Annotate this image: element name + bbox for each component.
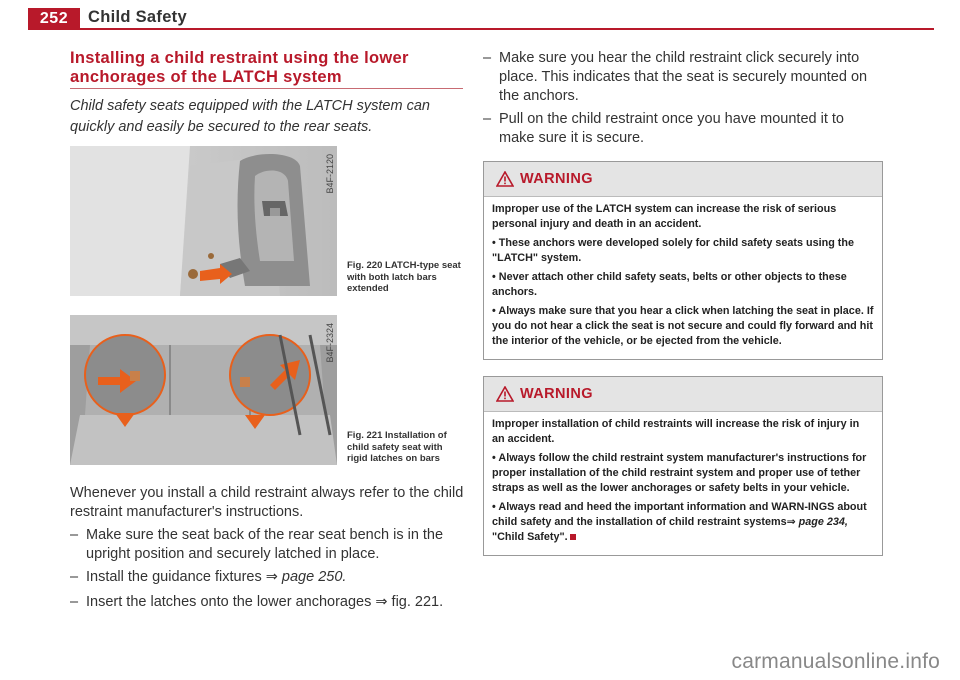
page-reference-link[interactable]: ⇒ page 234,	[786, 516, 848, 528]
warning-header: WARNING	[484, 162, 882, 197]
warning-triangle-icon	[496, 386, 514, 402]
warning-bullet: Never attach other child safety seats, b…	[492, 270, 874, 300]
warning-bullet: Always read and heed the important infor…	[492, 500, 874, 545]
step-text: Make sure you hear the child restraint c…	[499, 50, 868, 104]
figure-220-image: B4F-2120	[70, 146, 337, 296]
section-title: Child Safety	[88, 8, 187, 26]
intro-text: Child safety seats equipped with the LAT…	[70, 98, 430, 135]
warning-bullet: These anchors were developed solely for …	[492, 236, 874, 266]
warning-bullet: Always make sure that you hear a click w…	[492, 304, 874, 349]
figure-code: B4F-2324	[325, 323, 335, 363]
end-mark	[569, 534, 576, 540]
warning-body: Improper use of the LATCH system can inc…	[484, 197, 882, 359]
body-intro-text: Whenever you install a child restraint a…	[70, 485, 464, 520]
step-text: Install the guidance fixtures	[86, 569, 266, 585]
step-item: Make sure the seat back of the rear seat…	[70, 526, 465, 564]
warning-header: WARNING	[484, 377, 882, 412]
warning-lead: Improper use of the LATCH system can inc…	[492, 203, 837, 230]
page-reference-link[interactable]: ⇒ page 250.	[265, 569, 347, 585]
warning-box: WARNING Improper use of the LATCH system…	[483, 161, 883, 360]
step-item: Pull on the child restraint once you hav…	[483, 110, 883, 148]
warning-body: Improper installation of child restraint…	[484, 412, 882, 555]
header-rule	[28, 28, 934, 30]
heading-rule	[70, 88, 463, 89]
warning-label: WARNING	[520, 171, 593, 187]
step-item: Insert the latches onto the lower anchor…	[70, 593, 465, 612]
step-text: Insert the latches onto the lower anchor…	[86, 594, 376, 610]
step-text: Pull on the child restraint once you hav…	[499, 111, 844, 146]
step-item: Install the guidance fixtures ⇒ page 250…	[70, 568, 465, 587]
rear-seat-latch-illustration	[70, 315, 337, 465]
section-heading: Installing a child restraint using the l…	[70, 49, 409, 86]
warning-box: WARNING Improper installation of child r…	[483, 376, 883, 556]
warning-lead: Improper installation of child restraint…	[492, 418, 860, 445]
figure-reference-link[interactable]: ⇒ fig. 221.	[375, 594, 444, 610]
figure-221-image: B4F-2324	[70, 315, 337, 465]
step-text: Make sure the seat back of the rear seat…	[86, 527, 444, 562]
latch-seat-illustration	[70, 146, 337, 296]
page-number: 252	[28, 8, 80, 29]
step-item: Make sure you hear the child restraint c…	[483, 49, 883, 106]
footer-watermark: carmanualsonline.info	[731, 650, 940, 673]
warning-triangle-icon	[496, 171, 514, 187]
figure-220-caption: Fig. 220 LATCH-type seat with both latch…	[347, 260, 461, 294]
figure-code: B4F-2120	[325, 154, 335, 194]
figure-221-caption: Fig. 221 Installation of child safety se…	[347, 430, 447, 464]
warning-bullet: Always follow the child restraint system…	[492, 451, 874, 496]
warning-label: WARNING	[520, 386, 593, 402]
